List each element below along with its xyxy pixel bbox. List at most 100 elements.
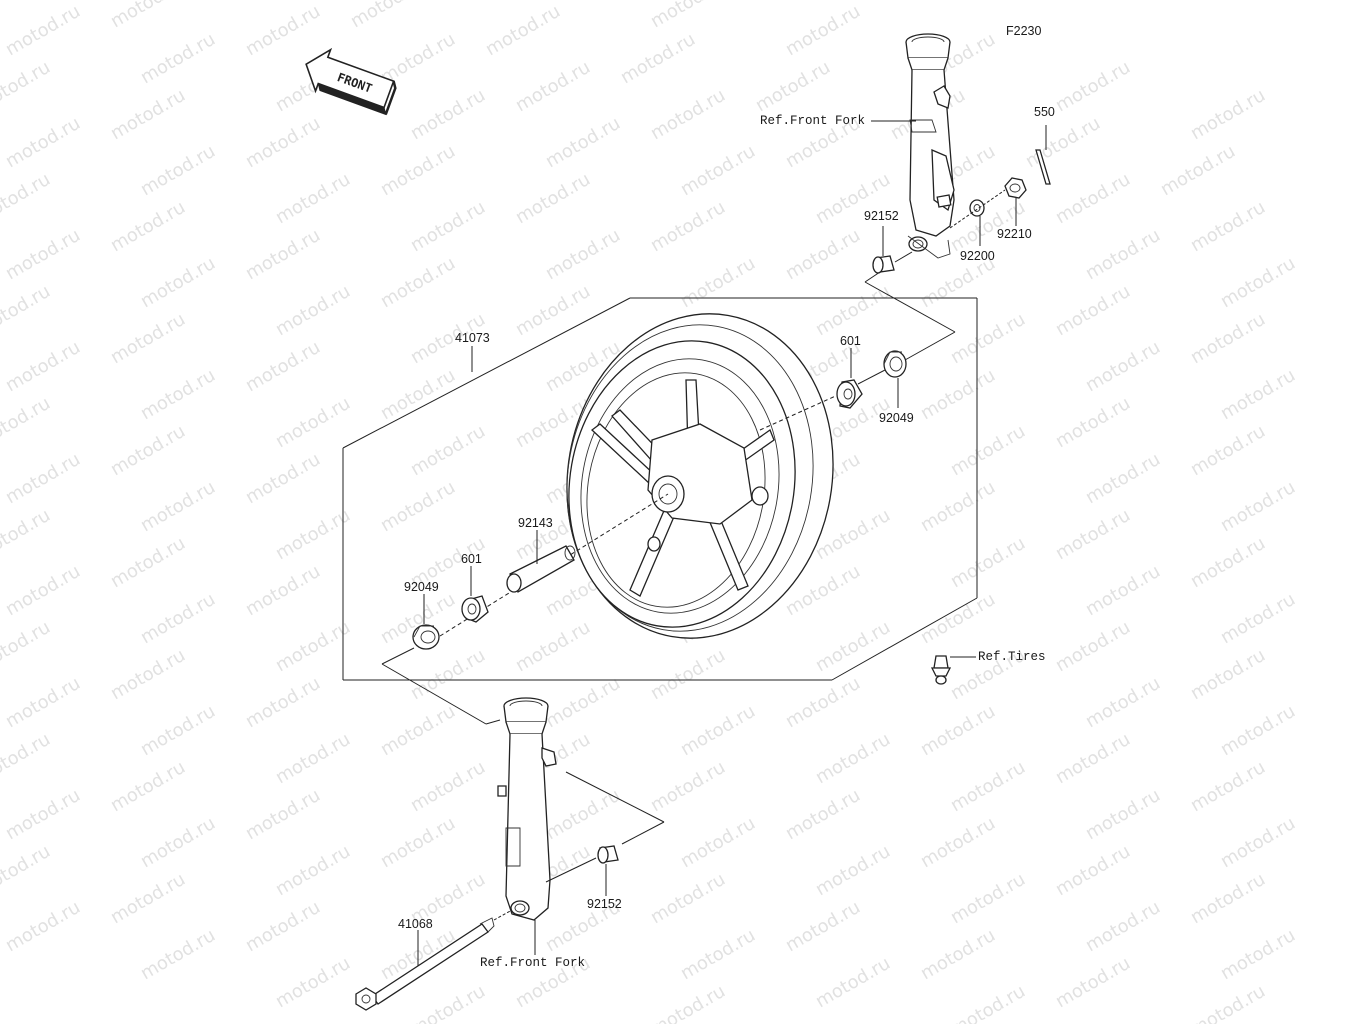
ref-front-fork-top: Ref.Front Fork	[760, 114, 865, 128]
watermark-text: motod.ru	[812, 617, 894, 676]
label-92200: 92200	[960, 249, 995, 263]
label-92152-top: 92152	[864, 209, 899, 223]
watermark-text: motod.ru	[1022, 113, 1104, 172]
ref-tires: Ref.Tires	[978, 650, 1046, 664]
watermark-text: motod.ru	[1052, 393, 1134, 452]
spacer-tube-icon	[506, 545, 576, 593]
watermark-text: motod.ru	[782, 225, 864, 284]
watermark-text: motod.ru	[2, 1, 84, 60]
watermark-text: motod.ru	[272, 841, 354, 900]
watermark-text: motod.ru	[272, 393, 354, 452]
watermark-text: motod.ru	[1217, 477, 1299, 536]
watermark-text: motod.ru	[377, 253, 459, 312]
watermark-text: motod.ru	[917, 701, 999, 760]
watermark-text: motod.ru	[947, 981, 1029, 1024]
watermark-text: motod.ru	[1157, 141, 1239, 200]
watermark-text: motod.ru	[617, 29, 699, 88]
watermark-text: motod.ru	[1082, 337, 1164, 396]
watermark-text: motod.ru	[647, 757, 729, 816]
watermark-text: motod.ru	[812, 281, 894, 340]
watermark-text: motod.ru	[2, 449, 84, 508]
watermark-text: motod.ru	[272, 505, 354, 564]
watermark-text: motod.ru	[242, 561, 324, 620]
watermark-text: motod.ru	[377, 141, 459, 200]
watermark-text: motod.ru	[782, 785, 864, 844]
watermark-text: motod.ru	[947, 869, 1029, 928]
watermark-text: motod.ru	[1052, 505, 1134, 564]
watermark-text: motod.ru	[1052, 953, 1134, 1012]
diagram-code: F2230	[1006, 24, 1041, 38]
bearing-right-icon	[836, 379, 863, 409]
watermark-text: motod.ru	[812, 841, 894, 900]
watermark-text: motod.ru	[212, 0, 294, 4]
watermark-text: motod.ru	[377, 701, 459, 760]
front-fork-right	[905, 33, 955, 259]
label-92143: 92143	[518, 516, 553, 530]
watermark-text: motod.ru	[1082, 561, 1164, 620]
watermark-text: motod.ru	[242, 113, 324, 172]
watermark-text: motod.ru	[242, 449, 324, 508]
watermark-text: motod.ru	[677, 141, 759, 200]
watermark-text: motod.ru	[917, 813, 999, 872]
watermark-text: motod.ru	[2, 897, 84, 956]
watermark-text: motod.ru	[2, 673, 84, 732]
watermark-text: motod.ru	[0, 505, 54, 564]
watermark-text: motod.ru	[272, 617, 354, 676]
watermark-text: motod.ru	[377, 477, 459, 536]
watermark-text: motod.ru	[137, 925, 219, 984]
watermark-text: motod.ru	[1082, 897, 1164, 956]
collar-top-icon	[872, 255, 895, 274]
watermark-text: motod.ru	[0, 57, 54, 116]
watermark-text: motod.ru	[1082, 785, 1164, 844]
watermark-text: motod.ru	[512, 169, 594, 228]
watermark-text: motod.ru	[107, 533, 189, 592]
watermark-text: motod.ru	[782, 1, 864, 60]
watermark-text: motod.ru	[2, 785, 84, 844]
watermark-text: motod.ru	[0, 617, 54, 676]
watermark-text: motod.ru	[272, 169, 354, 228]
oil-seal-left-icon	[412, 624, 440, 650]
watermark-text: motod.ru	[107, 85, 189, 144]
watermark-text: motod.ru	[0, 0, 54, 4]
watermark-text: motod.ru	[782, 897, 864, 956]
watermark-text: motod.ru	[677, 253, 759, 312]
watermark-text: motod.ru	[242, 785, 324, 844]
watermark-text: motod.ru	[1217, 253, 1299, 312]
valve-stem-icon	[930, 655, 952, 685]
cotter-pin-icon	[1035, 125, 1051, 185]
label-601-left: 601	[461, 552, 482, 566]
watermark-text: motod.ru	[1187, 85, 1269, 144]
watermark-text: motod.ru	[242, 673, 324, 732]
watermark-text: motod.ru	[107, 309, 189, 368]
watermark-text: motod.ru	[272, 953, 354, 1012]
watermark-text: motod.ru	[347, 0, 429, 32]
watermark-text: motod.ru	[647, 981, 729, 1024]
watermark-text: motod.ru	[407, 85, 489, 144]
watermark-text: motod.ru	[137, 701, 219, 760]
watermark-text: motod.ru	[1052, 617, 1134, 676]
watermark-text: motod.ru	[1187, 309, 1269, 368]
watermark-text: motod.ru	[677, 701, 759, 760]
watermark-text: motod.ru	[1217, 365, 1299, 424]
watermark-text: motod.ru	[677, 813, 759, 872]
watermark-text: motod.ru	[0, 169, 54, 228]
watermark-text: motod.ru	[917, 589, 999, 648]
collar-bottom-icon	[597, 845, 619, 864]
watermark-text: motod.ru	[1052, 841, 1134, 900]
watermark-text: motod.ru	[1187, 645, 1269, 704]
watermark-text: motod.ru	[107, 869, 189, 928]
watermark-text: motod.ru	[1052, 57, 1134, 116]
watermark-text: motod.ru	[512, 57, 594, 116]
watermark-text: motod.ru	[2, 225, 84, 284]
watermark-text: motod.ru	[137, 253, 219, 312]
label-41073: 41073	[455, 331, 490, 345]
watermark-text: motod.ru	[407, 421, 489, 480]
watermark-text: motod.ru	[647, 0, 729, 32]
watermark-text: motod.ru	[1217, 589, 1299, 648]
watermark-text: motod.ru	[542, 113, 624, 172]
label-41068: 41068	[398, 917, 433, 931]
label-92210: 92210	[997, 227, 1032, 241]
watermark-text: motod.ru	[812, 729, 894, 788]
watermark-text: motod.ru	[407, 197, 489, 256]
